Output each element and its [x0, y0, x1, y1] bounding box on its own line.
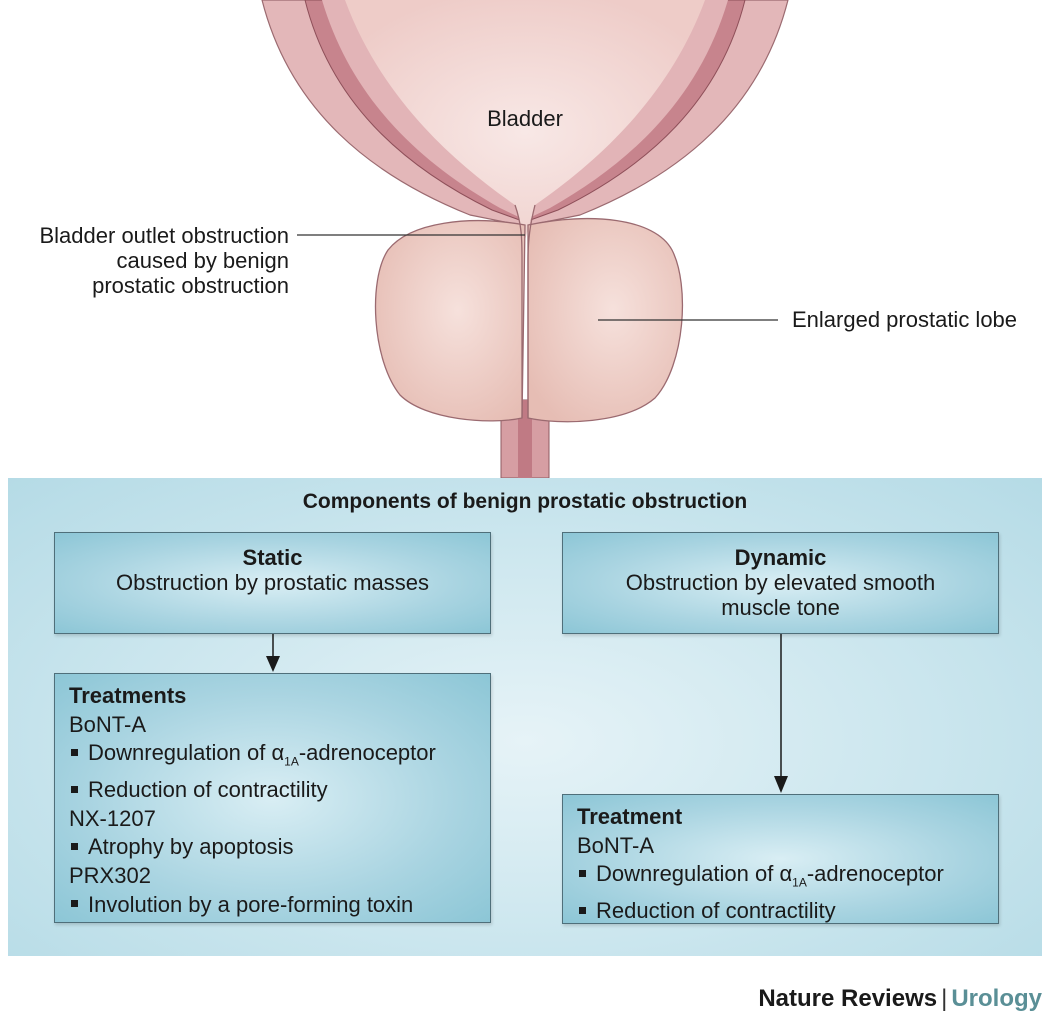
- enlarged-lobe-label: Enlarged prostatic lobe: [792, 307, 1018, 332]
- treatment-point: Reduction of contractility: [577, 897, 984, 926]
- treatment-point: Atrophy by apoptosis: [69, 833, 476, 862]
- bladder-lumen: [345, 0, 705, 240]
- components-panel: Components of benign prostatic obstructi…: [8, 478, 1042, 956]
- treatment-drug-nx-1207: NX-1207: [69, 805, 156, 831]
- bullet-icon: [71, 843, 78, 851]
- journal-footer: Nature Reviews|Urology: [758, 985, 1042, 1013]
- dynamic-description: Obstruction by elevated smooth muscle to…: [625, 570, 936, 620]
- static-treatments-box: Treatments BoNT-A Downregulation of α1A-…: [54, 673, 491, 923]
- prostate-left-lobe: [374, 220, 526, 422]
- journal-name: Urology: [951, 985, 1042, 1012]
- dynamic-treatment-heading: Treatment: [577, 804, 683, 829]
- outlet-label-line-1: Bladder outlet obstruction: [39, 223, 290, 248]
- publisher-name: Nature Reviews: [758, 985, 938, 1012]
- bladder-label: Bladder: [487, 106, 563, 131]
- dynamic-heading: Dynamic: [734, 545, 827, 570]
- bullet-icon: [579, 906, 586, 914]
- static-heading: Static: [242, 545, 303, 570]
- static-treatments-heading: Treatments: [69, 683, 187, 708]
- bullet-icon: [579, 869, 586, 877]
- bullet-icon: [71, 900, 78, 908]
- static-description: Obstruction by prostatic masses: [115, 570, 429, 595]
- treatment-drug-bont-a: BoNT-A: [69, 711, 147, 737]
- treatment-point: Downregulation of α1A-adrenoceptor: [69, 739, 476, 776]
- treatment-drug-prx302: PRX302: [69, 862, 151, 888]
- panel-title: Components of benign prostatic obstructi…: [302, 490, 748, 513]
- bladder-outlet: [514, 204, 523, 418]
- outlet-label-line-2: caused by benign: [116, 248, 289, 273]
- static-component-box: Static Obstruction by prostatic masses: [54, 532, 491, 634]
- treatment-drug-bont-a: BoNT-A: [577, 832, 655, 858]
- dynamic-arrow: [774, 634, 788, 793]
- bullet-icon: [71, 785, 78, 793]
- treatment-point: Reduction of contractility: [69, 776, 476, 805]
- treatment-point: Involution by a pore-forming toxin: [69, 891, 476, 920]
- dynamic-treatment-box: Treatment BoNT-A Downregulation of α1A-a…: [562, 794, 999, 924]
- dynamic-component-box: Dynamic Obstruction by elevated smooth m…: [562, 532, 999, 634]
- anatomy-illustration: [261, 0, 789, 478]
- outlet-obstruction-label: Bladder outlet obstruction caused by ben…: [0, 223, 290, 298]
- footer-separator: |: [941, 985, 948, 1012]
- outlet-label-line-3: prostatic obstruction: [92, 273, 289, 298]
- bullet-icon: [71, 748, 78, 756]
- treatment-point: Downregulation of α1A-adrenoceptor: [577, 860, 984, 897]
- static-arrow: [266, 634, 280, 672]
